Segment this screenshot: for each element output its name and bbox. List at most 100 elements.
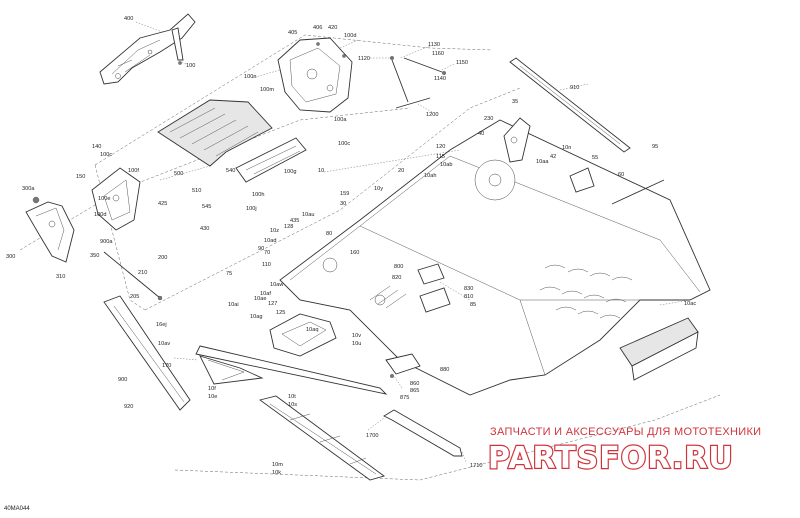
callout: 95 bbox=[652, 144, 658, 150]
callout: 125 bbox=[276, 310, 285, 316]
callout: 406 bbox=[313, 25, 322, 31]
callout: 920 bbox=[124, 404, 133, 410]
support-rods[interactable] bbox=[390, 56, 446, 109]
callout: 10af bbox=[260, 291, 271, 297]
lower-brace[interactable] bbox=[235, 137, 307, 183]
callout: 42 bbox=[550, 154, 556, 160]
callout: 160 bbox=[350, 250, 359, 256]
callout: 500 bbox=[174, 171, 183, 177]
callout: 510 bbox=[192, 188, 201, 194]
callout: 100n bbox=[244, 74, 256, 80]
callout: 865 bbox=[410, 388, 419, 394]
callout: 60 bbox=[618, 172, 624, 178]
callout: 10ab bbox=[440, 162, 452, 168]
callout: 150 bbox=[76, 174, 85, 180]
callout: 545 bbox=[202, 204, 211, 210]
main-tunnel-chassis[interactable] bbox=[279, 119, 711, 396]
callout: 435 bbox=[290, 218, 299, 224]
callout: 1120 bbox=[358, 56, 370, 62]
callout: 10av bbox=[158, 341, 170, 347]
callout-labels: 400 100 405 420 100d 406 100n 100m 100a … bbox=[6, 16, 696, 476]
callout: 100d bbox=[94, 212, 106, 218]
long-rail[interactable] bbox=[509, 57, 631, 153]
rear-right-brackets[interactable] bbox=[503, 117, 665, 205]
lower-skid-frame[interactable] bbox=[258, 395, 386, 481]
callout: 300 bbox=[6, 254, 15, 260]
callout: 100g bbox=[284, 169, 296, 175]
callout: 10ac bbox=[684, 301, 696, 307]
callout: 100d bbox=[344, 33, 356, 39]
leader-lines bbox=[135, 21, 691, 463]
callout: 10ae bbox=[254, 296, 266, 302]
callout: 55 bbox=[592, 155, 598, 161]
heat-shield-panel[interactable] bbox=[157, 99, 273, 167]
callout: 10u bbox=[352, 341, 361, 347]
callout: 100f bbox=[128, 168, 139, 174]
callout: 1130 bbox=[428, 42, 440, 48]
callout: 1710 bbox=[470, 463, 482, 469]
callout: 10n bbox=[562, 145, 571, 151]
callout: 10f bbox=[208, 386, 216, 392]
callout: 900a bbox=[100, 239, 113, 245]
drawing-code: 40MA044 bbox=[4, 506, 30, 512]
callout: 100c bbox=[100, 152, 112, 158]
callout: 910 bbox=[570, 85, 579, 91]
callout: 127 bbox=[268, 301, 277, 307]
callout: 10s bbox=[288, 402, 297, 408]
callout: 1200 bbox=[426, 112, 438, 118]
upper-chassis-brace[interactable] bbox=[277, 37, 353, 113]
callout: 20 bbox=[398, 168, 404, 174]
callout: 425 bbox=[158, 201, 167, 207]
callout: 400 bbox=[124, 16, 133, 22]
callout: 860 bbox=[410, 381, 419, 387]
callout: 800 bbox=[394, 264, 403, 270]
callout: 420 bbox=[328, 25, 337, 31]
callout: 10ag bbox=[250, 314, 262, 320]
callout: 80 bbox=[326, 231, 332, 237]
callout: 85 bbox=[470, 302, 476, 308]
callout: 30 bbox=[340, 201, 346, 207]
callout: 10aq bbox=[306, 327, 318, 333]
rear-hook-rod[interactable] bbox=[383, 409, 463, 457]
callout: 10t bbox=[288, 394, 296, 400]
tie-rod[interactable] bbox=[103, 251, 163, 301]
callout: 880 bbox=[440, 367, 449, 373]
callout: 10z bbox=[270, 228, 279, 234]
callout: 875 bbox=[400, 395, 409, 401]
callout: 1140 bbox=[434, 76, 446, 82]
callout: 1160 bbox=[432, 51, 444, 57]
callout: 120 bbox=[436, 144, 445, 150]
callout: 100a bbox=[334, 117, 347, 123]
steering-support-frame[interactable] bbox=[99, 13, 196, 85]
callout: 820 bbox=[392, 275, 401, 281]
callout: 405 bbox=[288, 30, 297, 36]
watermark: ЗАПЧАСТИ И АКСЕССУАРЫ ДЛЯ МОТОТЕХНИКИ PA… bbox=[487, 426, 761, 477]
callout: 10m bbox=[272, 462, 283, 468]
slide-rail[interactable] bbox=[195, 345, 388, 395]
callout: 90 bbox=[258, 246, 264, 252]
callout: 430 bbox=[200, 226, 209, 232]
lower-frame-member[interactable] bbox=[269, 313, 337, 357]
callout: 200 bbox=[158, 255, 167, 261]
center-reinforcements[interactable] bbox=[417, 263, 451, 313]
front-left-bracket[interactable] bbox=[91, 167, 141, 231]
rear-track-bracket[interactable] bbox=[385, 353, 421, 378]
callout: 10aa bbox=[536, 159, 549, 165]
callout: 310 bbox=[56, 274, 65, 280]
callout: 10 bbox=[318, 168, 324, 174]
watermark-brand: PARTSFOR.RU bbox=[488, 441, 734, 476]
front-a-arm[interactable] bbox=[103, 295, 191, 411]
front-suspension-arm[interactable] bbox=[199, 355, 264, 385]
callout: 10au bbox=[302, 212, 314, 218]
callout: 75 bbox=[226, 271, 232, 277]
rear-bumper[interactable] bbox=[619, 317, 699, 381]
callout: 100h bbox=[252, 192, 264, 198]
callout: 300a bbox=[22, 186, 35, 192]
steering-column-bracket[interactable] bbox=[25, 196, 75, 263]
callout: 230 bbox=[484, 116, 493, 122]
watermark-caption: ЗАПЧАСТИ И АКСЕССУАРЫ ДЛЯ МОТОТЕХНИКИ bbox=[490, 426, 761, 438]
callout: 115 bbox=[436, 154, 445, 160]
callout: 10ai bbox=[228, 302, 239, 308]
callout: 170 bbox=[162, 363, 171, 369]
callout: 205 bbox=[130, 294, 139, 300]
